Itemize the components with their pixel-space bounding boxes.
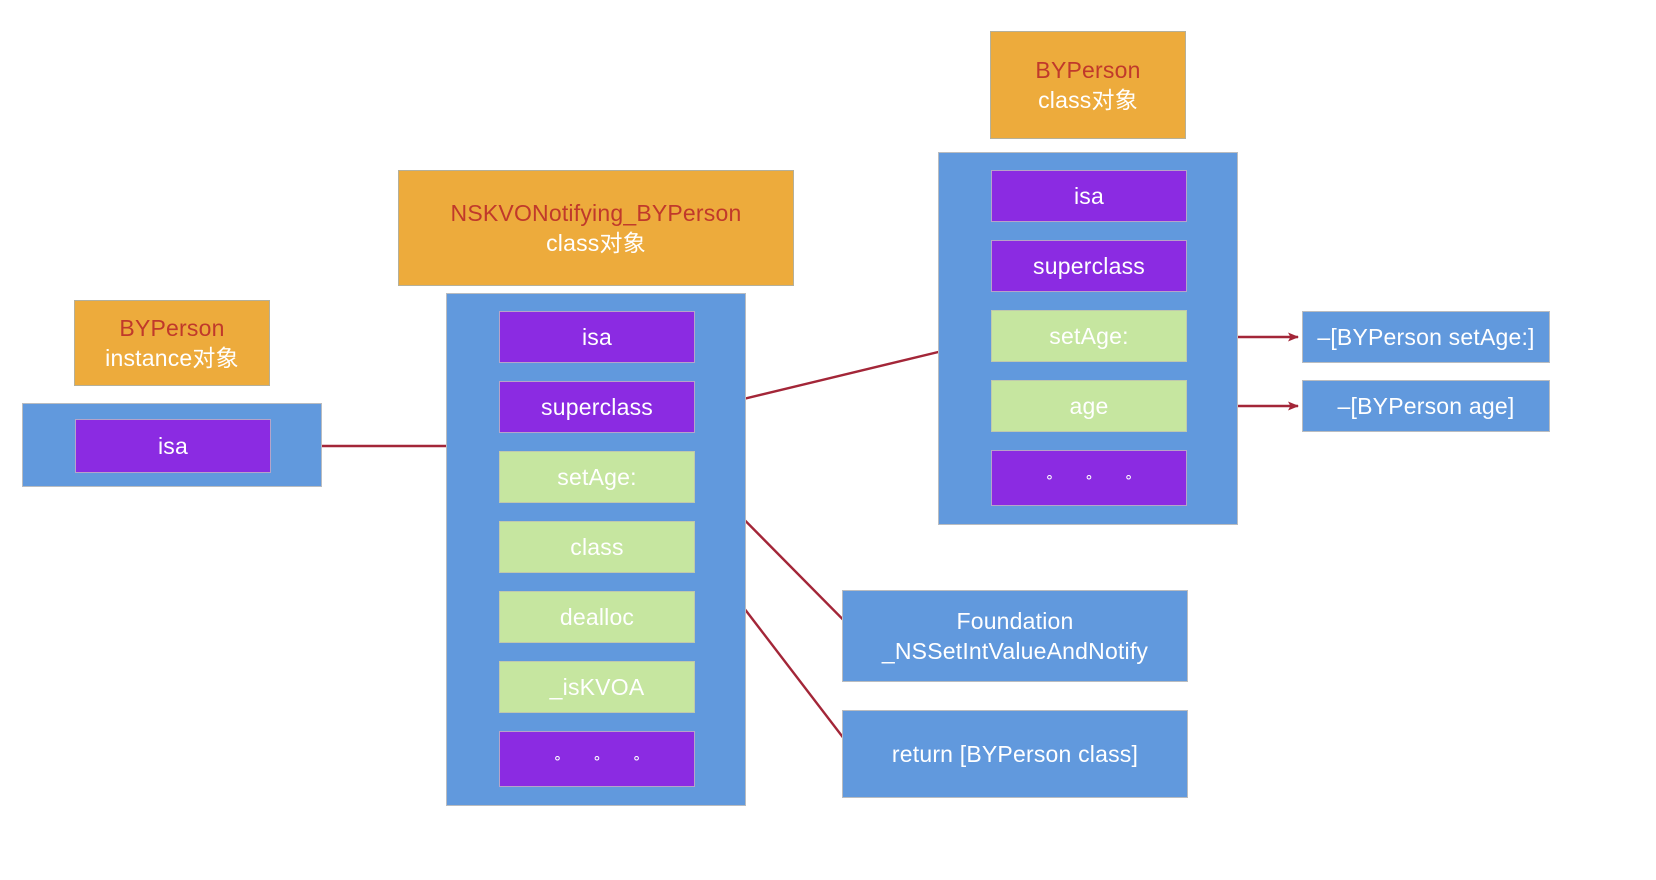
byperson-slot-isa[interactable]: isa [991,170,1187,222]
kvo-slot-iskvoa[interactable]: _isKVOA [499,661,695,713]
callout-foundation-line2: _NSSetIntValueAndNotify [881,638,1149,664]
byperson-slot-superclass[interactable]: superclass [991,240,1187,292]
byperson-class-title-card: BYPerson class对象 [990,31,1186,139]
callout-return-class[interactable]: return [BYPerson class] [842,710,1188,798]
byperson-slot-ellipsis-label: ∘ ∘ ∘ [1044,469,1147,487]
instance-slot-isa[interactable]: isa [75,419,271,473]
kvo-slot-dealloc-label: dealloc [559,603,635,630]
kvo-slot-class[interactable]: class [499,521,695,573]
kvo-slot-setage[interactable]: setAge: [499,451,695,503]
callout-age-imp-label: –[BYPerson age] [1337,392,1515,419]
callout-age-imp[interactable]: –[BYPerson age] [1302,380,1550,432]
byperson-class-title-line2: class对象 [1038,87,1138,113]
callout-return-class-label: return [BYPerson class] [891,740,1139,767]
kvo-slot-isa[interactable]: isa [499,311,695,363]
kvo-slot-superclass-label: superclass [541,393,653,420]
byperson-slot-setage-label: setAge: [1049,322,1129,349]
byperson-class-title-line1: BYPerson [1035,56,1141,83]
byperson-slot-ellipsis[interactable]: ∘ ∘ ∘ [991,450,1187,506]
instance-slot-isa-label: isa [157,432,188,459]
byperson-slot-setage[interactable]: setAge: [991,310,1187,362]
kvo-slot-superclass[interactable]: superclass [499,381,695,433]
kvo-slot-dealloc[interactable]: dealloc [499,591,695,643]
callout-setage-imp-label: –[BYPerson setAge:] [1317,323,1535,350]
byperson-slot-age[interactable]: age [991,380,1187,432]
kvo-slot-class-label: class [570,533,624,560]
byperson-slot-superclass-label: superclass [1033,252,1145,279]
kvo-class-title-line1: NSKVONotifying_BYPerson [450,199,742,226]
instance-object-body: isa [22,403,322,487]
byperson-slot-isa-label: isa [1073,182,1104,209]
kvo-slot-isa-label: isa [581,323,612,350]
kvo-slot-ellipsis[interactable]: ∘ ∘ ∘ [499,731,695,787]
instance-object-title-card: BYPerson instance对象 [74,300,270,386]
kvo-slot-setage-label: setAge: [557,463,637,490]
callout-foundation-line1: Foundation [956,607,1074,634]
callout-foundation-notify[interactable]: Foundation _NSSetIntValueAndNotify [842,590,1188,682]
instance-object-title-line2: instance对象 [105,345,239,371]
kvo-slot-ellipsis-label: ∘ ∘ ∘ [552,750,655,768]
kvo-class-title-line2: class对象 [546,230,646,256]
kvo-slot-iskvoa-label: _isKVOA [549,673,645,700]
instance-object-title-line1: BYPerson [119,314,225,341]
byperson-class-object-body: isa superclass setAge: age ∘ ∘ ∘ [938,152,1238,525]
kvo-class-object-body: isa superclass setAge: class dealloc _is… [446,293,746,806]
callout-setage-imp[interactable]: –[BYPerson setAge:] [1302,311,1550,363]
byperson-slot-age-label: age [1069,392,1109,419]
kvo-class-title-card: NSKVONotifying_BYPerson class对象 [398,170,794,286]
